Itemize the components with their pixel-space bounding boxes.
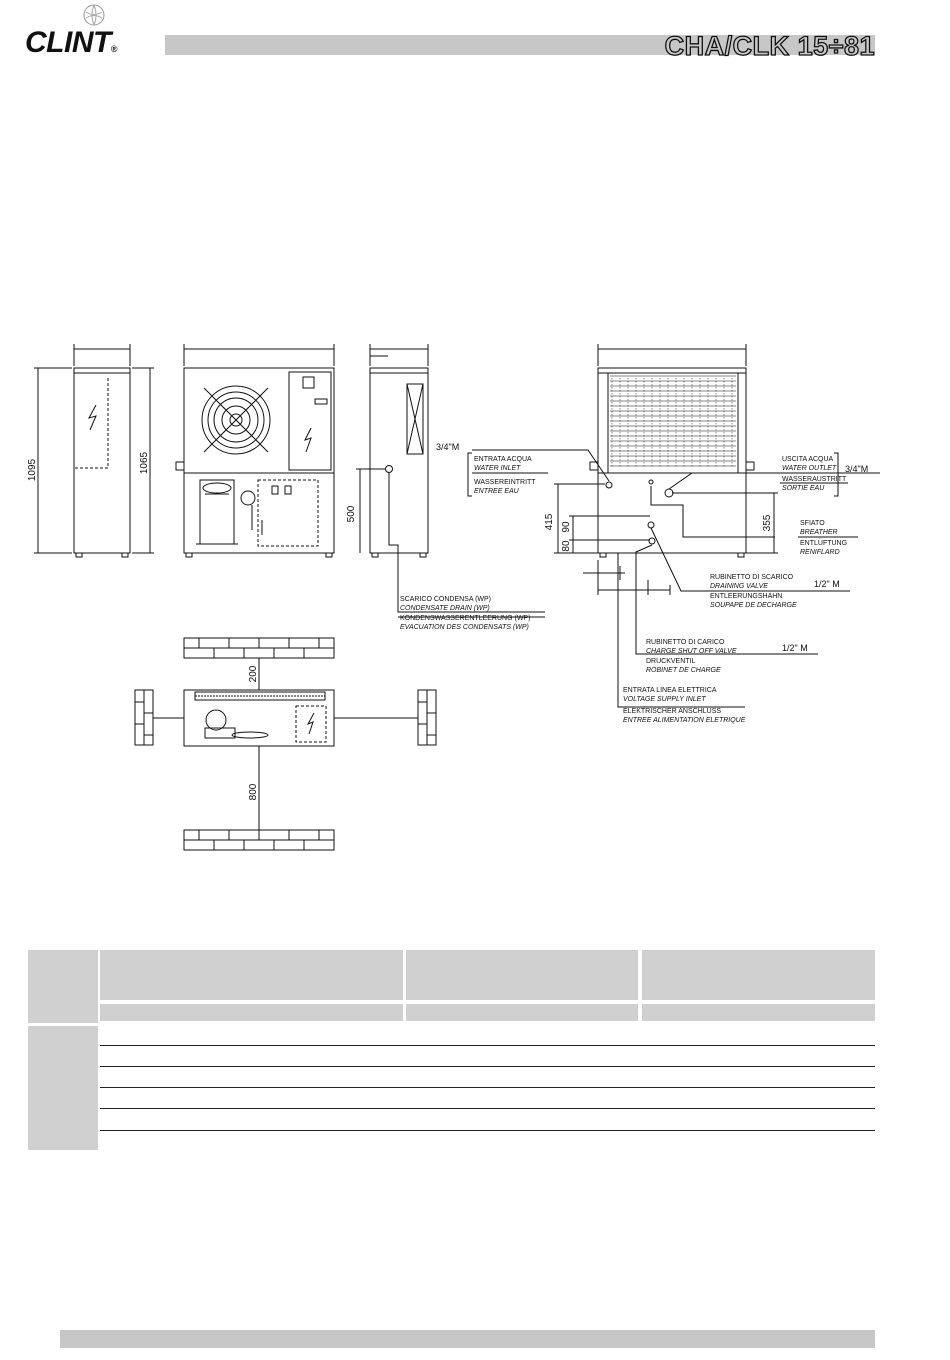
side-view-right <box>356 344 545 613</box>
rear-view <box>472 344 880 708</box>
dim-200: 200 <box>248 665 259 682</box>
draining-valve-size: 1/2" M <box>814 579 840 589</box>
table-row-rule <box>100 1087 875 1088</box>
dim-800: 800 <box>248 783 259 800</box>
charge-valve-fr: ROBINET DE CHARGE <box>646 667 721 674</box>
water-inlet-en: WATER INLET <box>474 465 521 472</box>
front-view <box>175 344 335 558</box>
table-row-rule <box>100 1066 875 1067</box>
condensate-drain-it: SCARICO CONDENSA (WP) <box>400 596 491 603</box>
water-inlet-fr: ENTREE EAU <box>474 488 520 495</box>
condensate-drain-fr: EVACUATION DES CONDENSATS (WP) <box>400 624 529 631</box>
table-row-rule <box>100 1130 875 1131</box>
dim-80: 80 <box>561 540 572 552</box>
water-inlet-size: 3/4"M <box>436 442 459 452</box>
footer-bar <box>60 1330 875 1348</box>
water-outlet-it: USCITA ACQUA <box>782 456 834 463</box>
draining-valve-de: ENTLEERUNGSHAHN <box>710 593 782 600</box>
table-row-rule <box>100 1108 875 1109</box>
table-subheader-col1 <box>100 1004 403 1021</box>
water-inlet-de: WASSEREINTRITT <box>474 479 536 486</box>
voltage-inlet-it: ENTRATA LINEA ELETTRICA <box>623 687 717 694</box>
dim-1065: 1065 <box>139 451 150 474</box>
model-title: CHA/CLK 15÷81 <box>664 30 875 61</box>
dimension-texts: 1095 1065 500 415 90 80 355 200 800 <box>27 451 773 800</box>
water-outlet-en: WATER OUTLET <box>782 465 837 472</box>
charge-valve-en: CHARGE SHUT OFF VALVE <box>646 648 737 655</box>
brand-registered: ® <box>110 44 118 54</box>
condensate-drain-en: CONDENSATE DRAIN (WP) <box>400 605 490 612</box>
table-corner-cell <box>28 950 98 1023</box>
dim-1095: 1095 <box>27 458 38 481</box>
draining-valve-it: RUBINETTO DI SCARICO <box>710 574 794 581</box>
dim-90: 90 <box>561 521 572 533</box>
charge-valve-size: 1/2" M <box>782 643 808 653</box>
dim-355: 355 <box>762 514 773 531</box>
water-inlet-it: ENTRATA ACQUA <box>474 456 532 463</box>
water-outlet-size: 3/4"M <box>845 464 868 474</box>
brand-ball-icon <box>83 4 105 26</box>
breather-en: BREATHER <box>800 529 838 536</box>
condensate-drain-de: KONDENSWASSERENTLEERUNG (WP) <box>400 615 530 622</box>
brand-logo: CLINT® <box>25 26 117 60</box>
side-view-left <box>34 344 154 558</box>
water-outlet-fr: SORTIE EAU <box>782 485 825 492</box>
table-subheader-col3 <box>642 1004 875 1021</box>
charge-valve-de: DRUCKVENTIL <box>646 658 696 665</box>
table-header-col2 <box>406 950 638 1000</box>
dim-500: 500 <box>346 505 357 522</box>
connection-labels: 3/4"M ENTRATA ACQUA WATER INLET WASSEREI… <box>400 442 868 724</box>
table-subheader-col2 <box>406 1004 638 1021</box>
coil-hatch <box>610 375 736 467</box>
draining-valve-fr: SOUPAPE DE DECHARGE <box>710 602 797 609</box>
charge-valve-it: RUBINETTO DI CARICO <box>646 639 725 646</box>
voltage-inlet-fr: ENTREE ALIMENTATION ELETRIQUE <box>623 717 746 724</box>
plan-view <box>134 637 437 851</box>
dim-415: 415 <box>544 513 555 530</box>
breather-fr: RENIFLARD <box>800 549 840 556</box>
table-header-col1 <box>100 950 403 1000</box>
brand-name: CLINT <box>25 26 111 59</box>
breather-de: ENTLÜFTUNG <box>800 539 847 547</box>
header-bar <box>165 35 875 55</box>
table-row-group-cell <box>28 1026 98 1150</box>
voltage-inlet-de: ELEKTRISCHER ANSCHLUSS <box>623 708 721 715</box>
water-outlet-de: WASSERAUSTRITT <box>782 476 847 483</box>
draining-valve-en: DRAINING VALVE <box>710 583 768 590</box>
table-header-col3 <box>642 950 875 1000</box>
breather-it: SFIATO <box>800 520 825 527</box>
table-row-rule <box>100 1045 875 1046</box>
voltage-inlet-en: VOLTAGE SUPPLY INLET <box>623 696 706 703</box>
